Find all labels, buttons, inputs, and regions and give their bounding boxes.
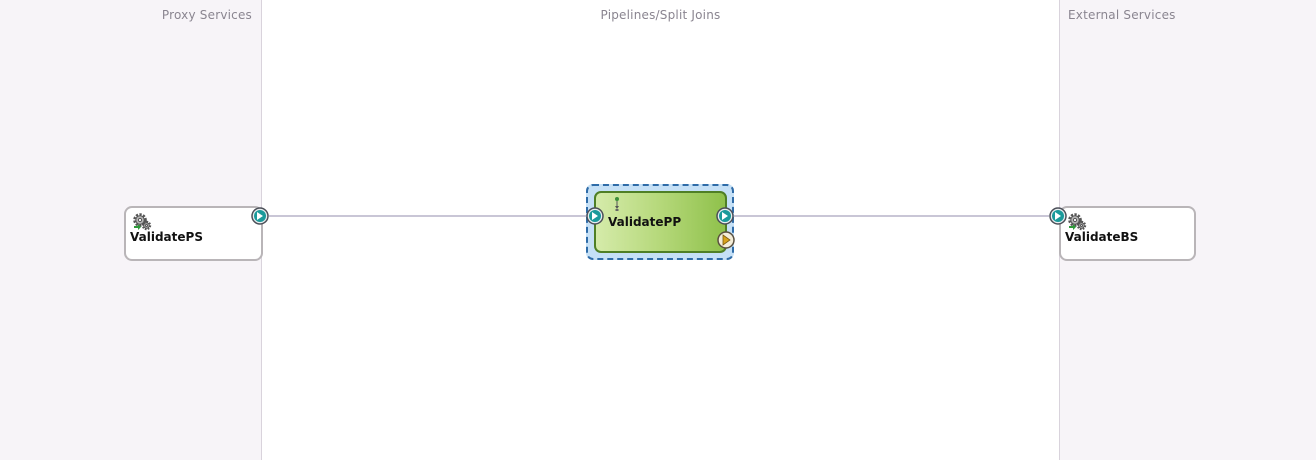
pipeline-node[interactable]: ValidatePP bbox=[594, 191, 727, 253]
pipeline-route-port-icon[interactable] bbox=[717, 231, 735, 249]
pipeline-flow-icon bbox=[615, 197, 619, 211]
pipeline-output-port-icon[interactable] bbox=[716, 207, 734, 225]
external-services-title: External Services bbox=[1068, 8, 1176, 22]
business-input-port-icon[interactable] bbox=[1049, 207, 1067, 225]
business-service-label: ValidateBS bbox=[1065, 230, 1139, 244]
business-service-node[interactable]: ValidateBS bbox=[1059, 206, 1196, 261]
pipeline-input-port-icon[interactable] bbox=[586, 207, 604, 225]
proxy-output-port-icon[interactable] bbox=[251, 207, 269, 225]
pipelines-title: Pipelines/Split Joins bbox=[600, 8, 721, 22]
pipeline-label: ValidatePP bbox=[608, 215, 682, 229]
proxy-service-label: ValidatePS bbox=[130, 230, 203, 244]
gear-service-icon bbox=[133, 213, 152, 231]
gear-service-icon bbox=[1068, 213, 1087, 231]
proxy-services-title: Proxy Services bbox=[161, 8, 252, 22]
proxy-service-node[interactable]: ValidatePS bbox=[124, 206, 263, 261]
